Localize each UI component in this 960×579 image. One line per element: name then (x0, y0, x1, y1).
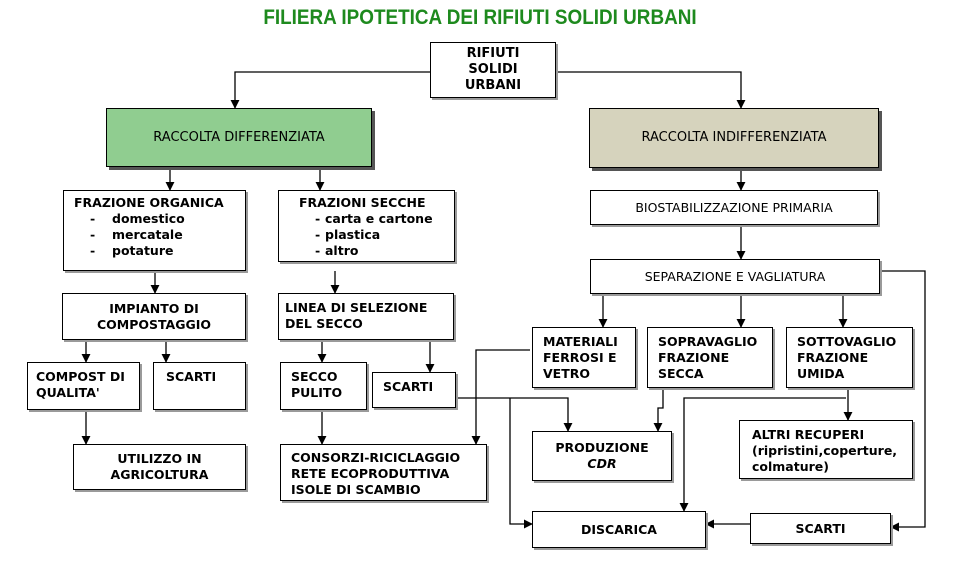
node-sottovaglio-line: SOTTOVAGLIO (797, 334, 897, 349)
node-impianto-line: COMPOSTAGGIO (96, 316, 212, 332)
node-linea-selezione: LINEA DI SELEZIONE DEL SECCO (278, 293, 454, 340)
connector-root-differenziata (230, 71, 430, 109)
list-item: carta e cartone (299, 211, 448, 227)
node-impianto-line: IMPIANTO DI (109, 300, 199, 316)
node-linea-line: LINEA DI SELEZIONE (285, 300, 428, 315)
node-rifiuti-line: URBANI (464, 78, 522, 93)
node-raccolta-differenziata-label: RACCOLTA DIFFERENZIATA (153, 129, 325, 145)
node-sopravaglio-line: SOPRAVAGLIO (658, 334, 758, 349)
node-raccolta-indifferenziata-label: RACCOLTA INDIFFERENZIATA (641, 130, 827, 145)
node-frazione-organica-title: FRAZIONE ORGANICA (74, 195, 224, 210)
frazione-organica-list: domestico mercatale potature (74, 211, 239, 259)
list-item: mercatale (74, 227, 239, 243)
node-utilizzo-line: UTILIZZO IN (117, 451, 202, 466)
node-rifiuti-solidi-urbani: RIFIUTI SOLIDI URBANI (430, 42, 556, 98)
node-compost-qualita: COMPOST DI QUALITA' (27, 362, 140, 410)
node-altri-recuperi: ALTRI RECUPERI (ripristini,coperture, co… (739, 420, 913, 479)
node-altri-line: (ripristini,coperture, (752, 443, 898, 458)
node-consorzi-riciclaggio: CONSORZI-RICICLAGGIO RETE ECOPRODUTTIVA … (280, 444, 487, 501)
node-secco-pulito: SECCO PULITO (280, 362, 367, 410)
node-sottovaglio-line: UMIDA (797, 366, 845, 381)
node-produzione-cdr: PRODUZIONE CDR (532, 431, 672, 481)
connector-scarti-produzione (456, 397, 573, 432)
connector-scarti-discarica (509, 398, 533, 529)
node-biostabilizzazione: BIOSTABILIZZAZIONE PRIMARIA (590, 190, 878, 225)
node-utilizzo-line: AGRICOLTURA (110, 467, 209, 482)
list-item: potature (74, 243, 239, 259)
node-rifiuti-line: SOLIDI (468, 62, 518, 77)
node-impianto-compostaggio: IMPIANTO DI COMPOSTAGGIO (62, 293, 246, 340)
connector-root-indifferenziata (556, 71, 746, 109)
node-consorzi-line: CONSORZI-RICICLAGGIO (291, 450, 461, 465)
node-raccolta-indifferenziata: RACCOLTA INDIFFERENZIATA (589, 108, 879, 168)
connector-sottovaglio-discarica (679, 397, 846, 512)
node-scarti-compost-label: SCARTI (166, 369, 217, 384)
node-rifiuti-line: RIFIUTI (466, 46, 520, 61)
node-sopravaglio-line: FRAZIONE (658, 350, 730, 365)
node-consorzi-line: RETE ECOPRODUTTIVA (291, 466, 450, 481)
connector-sep-scarti (880, 270, 926, 532)
node-secco-line: PULITO (291, 385, 343, 400)
node-materiali-line: FERROSI E (543, 350, 617, 365)
node-linea-line: DEL SECCO (285, 316, 363, 331)
node-scarti-finali: SCARTI (750, 513, 891, 544)
node-compost-line: COMPOST DI (36, 369, 125, 384)
node-utilizzo-agricoltura: UTILIZZO IN AGRICOLTURA (73, 444, 246, 490)
node-sopravaglio: SOPRAVAGLIO FRAZIONE SECCA (647, 327, 773, 388)
node-separazione-vagliatura: SEPARAZIONE E VAGLIATURA (590, 259, 880, 294)
node-frazione-organica: FRAZIONE ORGANICA domestico mercatale po… (63, 190, 246, 271)
connector-materiali-consorzi (471, 349, 530, 445)
node-altri-line: colmature) (752, 459, 829, 474)
node-scarti-secco: SCARTI (372, 372, 456, 408)
node-scarti-finali-label: SCARTI (795, 520, 846, 536)
node-discarica: DISCARICA (532, 511, 706, 548)
node-frazioni-secche-title: FRAZIONI SECCHE (299, 195, 426, 210)
node-altri-line: ALTRI RECUPERI (752, 427, 865, 442)
node-secco-line: SECCO (291, 369, 338, 384)
node-materiali-line: VETRO (543, 366, 590, 381)
node-separazione-label: SEPARAZIONE E VAGLIATURA (644, 268, 826, 284)
connector-sopravaglio-produzione (653, 388, 664, 432)
list-item: domestico (74, 211, 239, 227)
node-discarica-label: DISCARICA (580, 521, 657, 537)
node-sottovaglio: SOTTOVAGLIO FRAZIONE UMIDA (786, 327, 913, 388)
list-item: altro (299, 243, 448, 259)
node-cdr-label: CDR (587, 456, 617, 471)
node-raccolta-differenziata: RACCOLTA DIFFERENZIATA (106, 108, 372, 167)
node-frazioni-secche: FRAZIONI SECCHE carta e cartone plastica… (278, 190, 455, 262)
node-produzione-label: PRODUZIONE (555, 440, 649, 455)
list-item: plastica (299, 227, 448, 243)
node-biostabilizzazione-label: BIOSTABILIZZAZIONE PRIMARIA (635, 199, 833, 215)
node-consorzi-line: ISOLE DI SCAMBIO (291, 482, 421, 497)
node-compost-line: QUALITA' (36, 385, 100, 400)
node-scarti-secco-label: SCARTI (383, 379, 434, 394)
node-materiali-line: MATERIALI (543, 334, 618, 349)
node-scarti-compost: SCARTI (153, 362, 246, 410)
node-sopravaglio-line: SECCA (658, 366, 704, 381)
frazioni-secche-list: carta e cartone plastica altro (299, 211, 448, 259)
diagram-title: FILIERA IPOTETICA DEI RIFIUTI SOLIDI URB… (263, 6, 697, 29)
node-materiali-ferrosi: MATERIALI FERROSI E VETRO (532, 327, 636, 388)
node-sottovaglio-line: FRAZIONE (797, 350, 869, 365)
